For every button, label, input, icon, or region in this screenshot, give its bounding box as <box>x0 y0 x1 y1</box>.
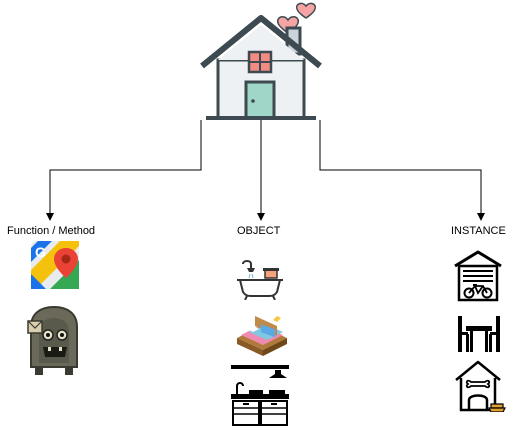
dining-table-icon <box>456 312 502 354</box>
bathtub-icon <box>235 258 285 300</box>
label-instance: INSTANCE <box>451 225 506 237</box>
monster-mailbox-icon <box>25 305 83 375</box>
connector-right <box>319 120 485 221</box>
google-maps-icon: G <box>30 240 80 290</box>
svg-text:G: G <box>35 244 46 260</box>
label-function-method: Function / Method <box>7 225 96 237</box>
connector-left <box>46 120 202 221</box>
dog-house-icon <box>453 360 509 412</box>
label-object: OBJECT <box>237 225 281 237</box>
garage-bicycle-icon <box>453 250 503 302</box>
house-with-hearts-icon <box>196 0 326 122</box>
bed-icon <box>233 308 289 358</box>
kitchen-counter-icon <box>229 364 291 426</box>
